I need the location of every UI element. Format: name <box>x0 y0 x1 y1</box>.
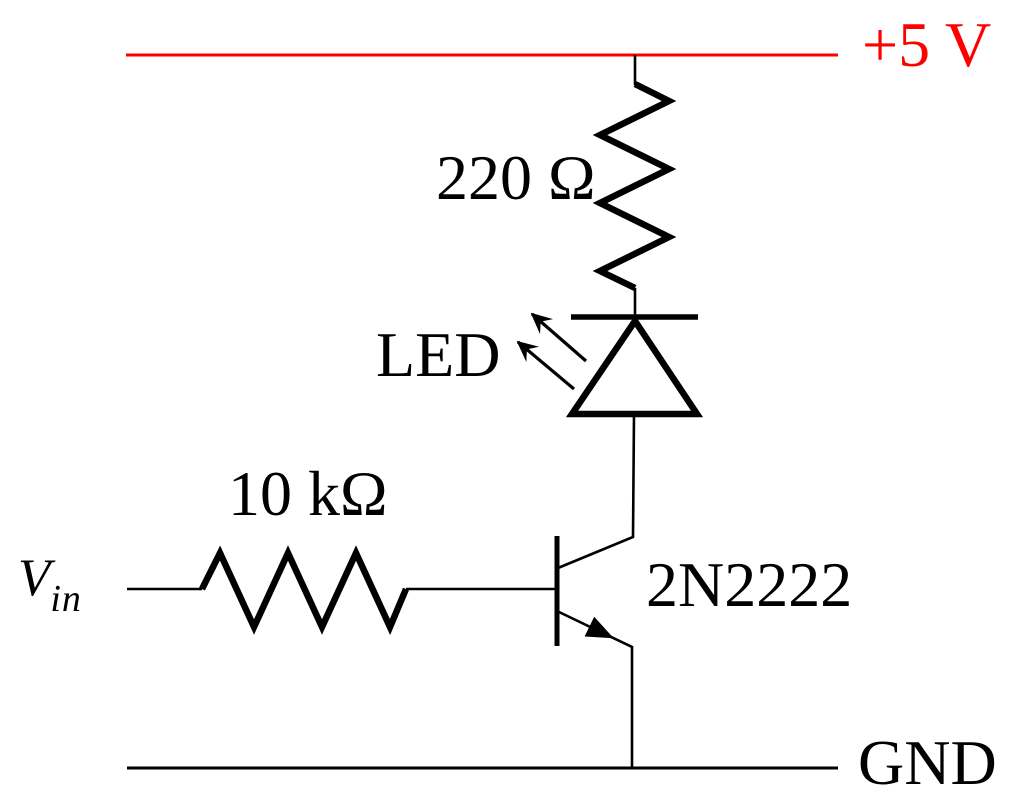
input-signal-main: V <box>18 549 51 607</box>
resistor-10k-zigzag <box>199 545 409 636</box>
ground-label: GND <box>858 727 997 798</box>
supply-voltage-label: +5 V <box>862 9 992 80</box>
led-emission-arrow-icon <box>516 340 576 391</box>
emitter-arrowhead-icon <box>584 616 614 639</box>
transistor-collector-wire <box>557 413 636 570</box>
resistor-220-zigzag <box>592 81 677 291</box>
led-emission-arrow-icon <box>530 312 588 363</box>
base-resistor-label: 10 kΩ <box>228 458 388 529</box>
input-signal-label: Vin <box>18 549 82 620</box>
transistor-emitter-wire <box>558 610 634 767</box>
collector-resistor-label: 220 Ω <box>436 142 596 213</box>
transistor-part-label: 2N2222 <box>646 549 853 620</box>
led-label: LED <box>376 319 501 390</box>
input-signal-subscript: in <box>50 578 82 620</box>
led-triangle <box>565 315 704 418</box>
